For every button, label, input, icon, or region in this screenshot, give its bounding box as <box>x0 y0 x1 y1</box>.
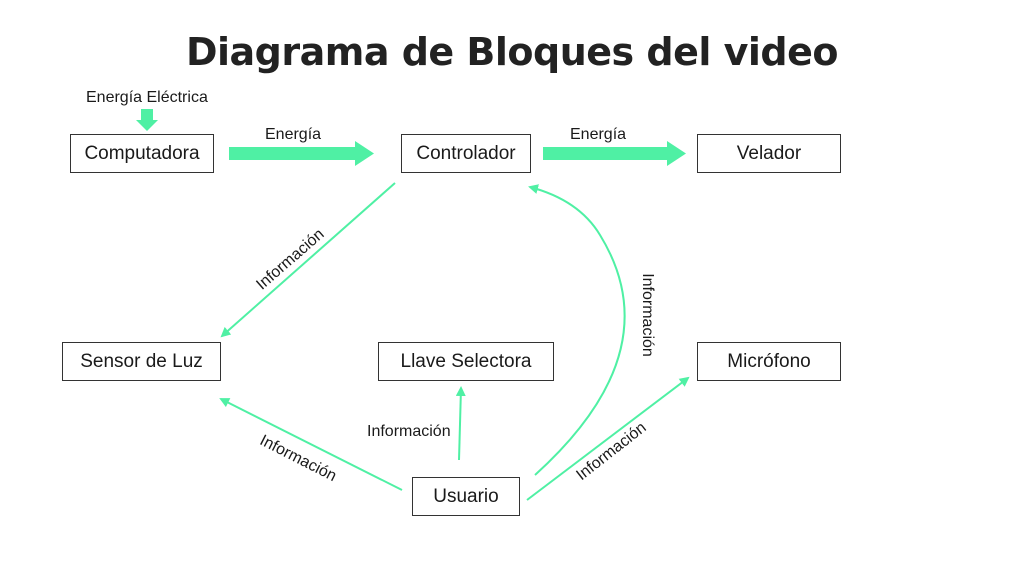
info-arrow-usuario-llave <box>455 386 466 461</box>
diagram-title: Diagrama de Bloques del video <box>185 30 839 74</box>
label-energia-electrica: Energía Eléctrica <box>86 89 208 106</box>
info-arrow-usuario-microfono <box>526 376 690 501</box>
block-microfono: Micrófono <box>697 342 841 381</box>
label-energia-2: Energía <box>570 126 627 143</box>
block-microfono-label: Micrófono <box>727 350 811 372</box>
energy-input-arrow <box>136 109 158 131</box>
block-velador-label: Velador <box>736 142 802 164</box>
info-arrow-usuario-sensor <box>219 398 403 491</box>
block-velador: Velador <box>697 134 841 173</box>
block-computadora-label: Computadora <box>84 142 200 164</box>
info-arrow-usuario-controlador <box>528 184 626 476</box>
label-energia-1: Energía <box>265 126 322 143</box>
block-usuario-label: Usuario <box>433 485 499 507</box>
block-computadora: Computadora <box>70 134 214 173</box>
block-controlador-label: Controlador <box>416 142 516 164</box>
energy-arrow-computadora-controlador <box>229 141 374 166</box>
info-arrow-controlador-sensor <box>220 182 396 338</box>
block-sensor-de-luz: Sensor de Luz <box>62 342 221 381</box>
block-llave-label: Llave Selectora <box>400 350 532 372</box>
label-info-usuario-llave: Información <box>367 423 451 440</box>
block-llave-selectora: Llave Selectora <box>378 342 554 381</box>
block-sensor-label: Sensor de Luz <box>80 350 203 372</box>
energy-arrow-controlador-velador <box>543 141 686 166</box>
block-usuario: Usuario <box>412 477 520 516</box>
block-controlador: Controlador <box>401 134 531 173</box>
label-info-usuario-controlador: Información <box>638 273 656 357</box>
